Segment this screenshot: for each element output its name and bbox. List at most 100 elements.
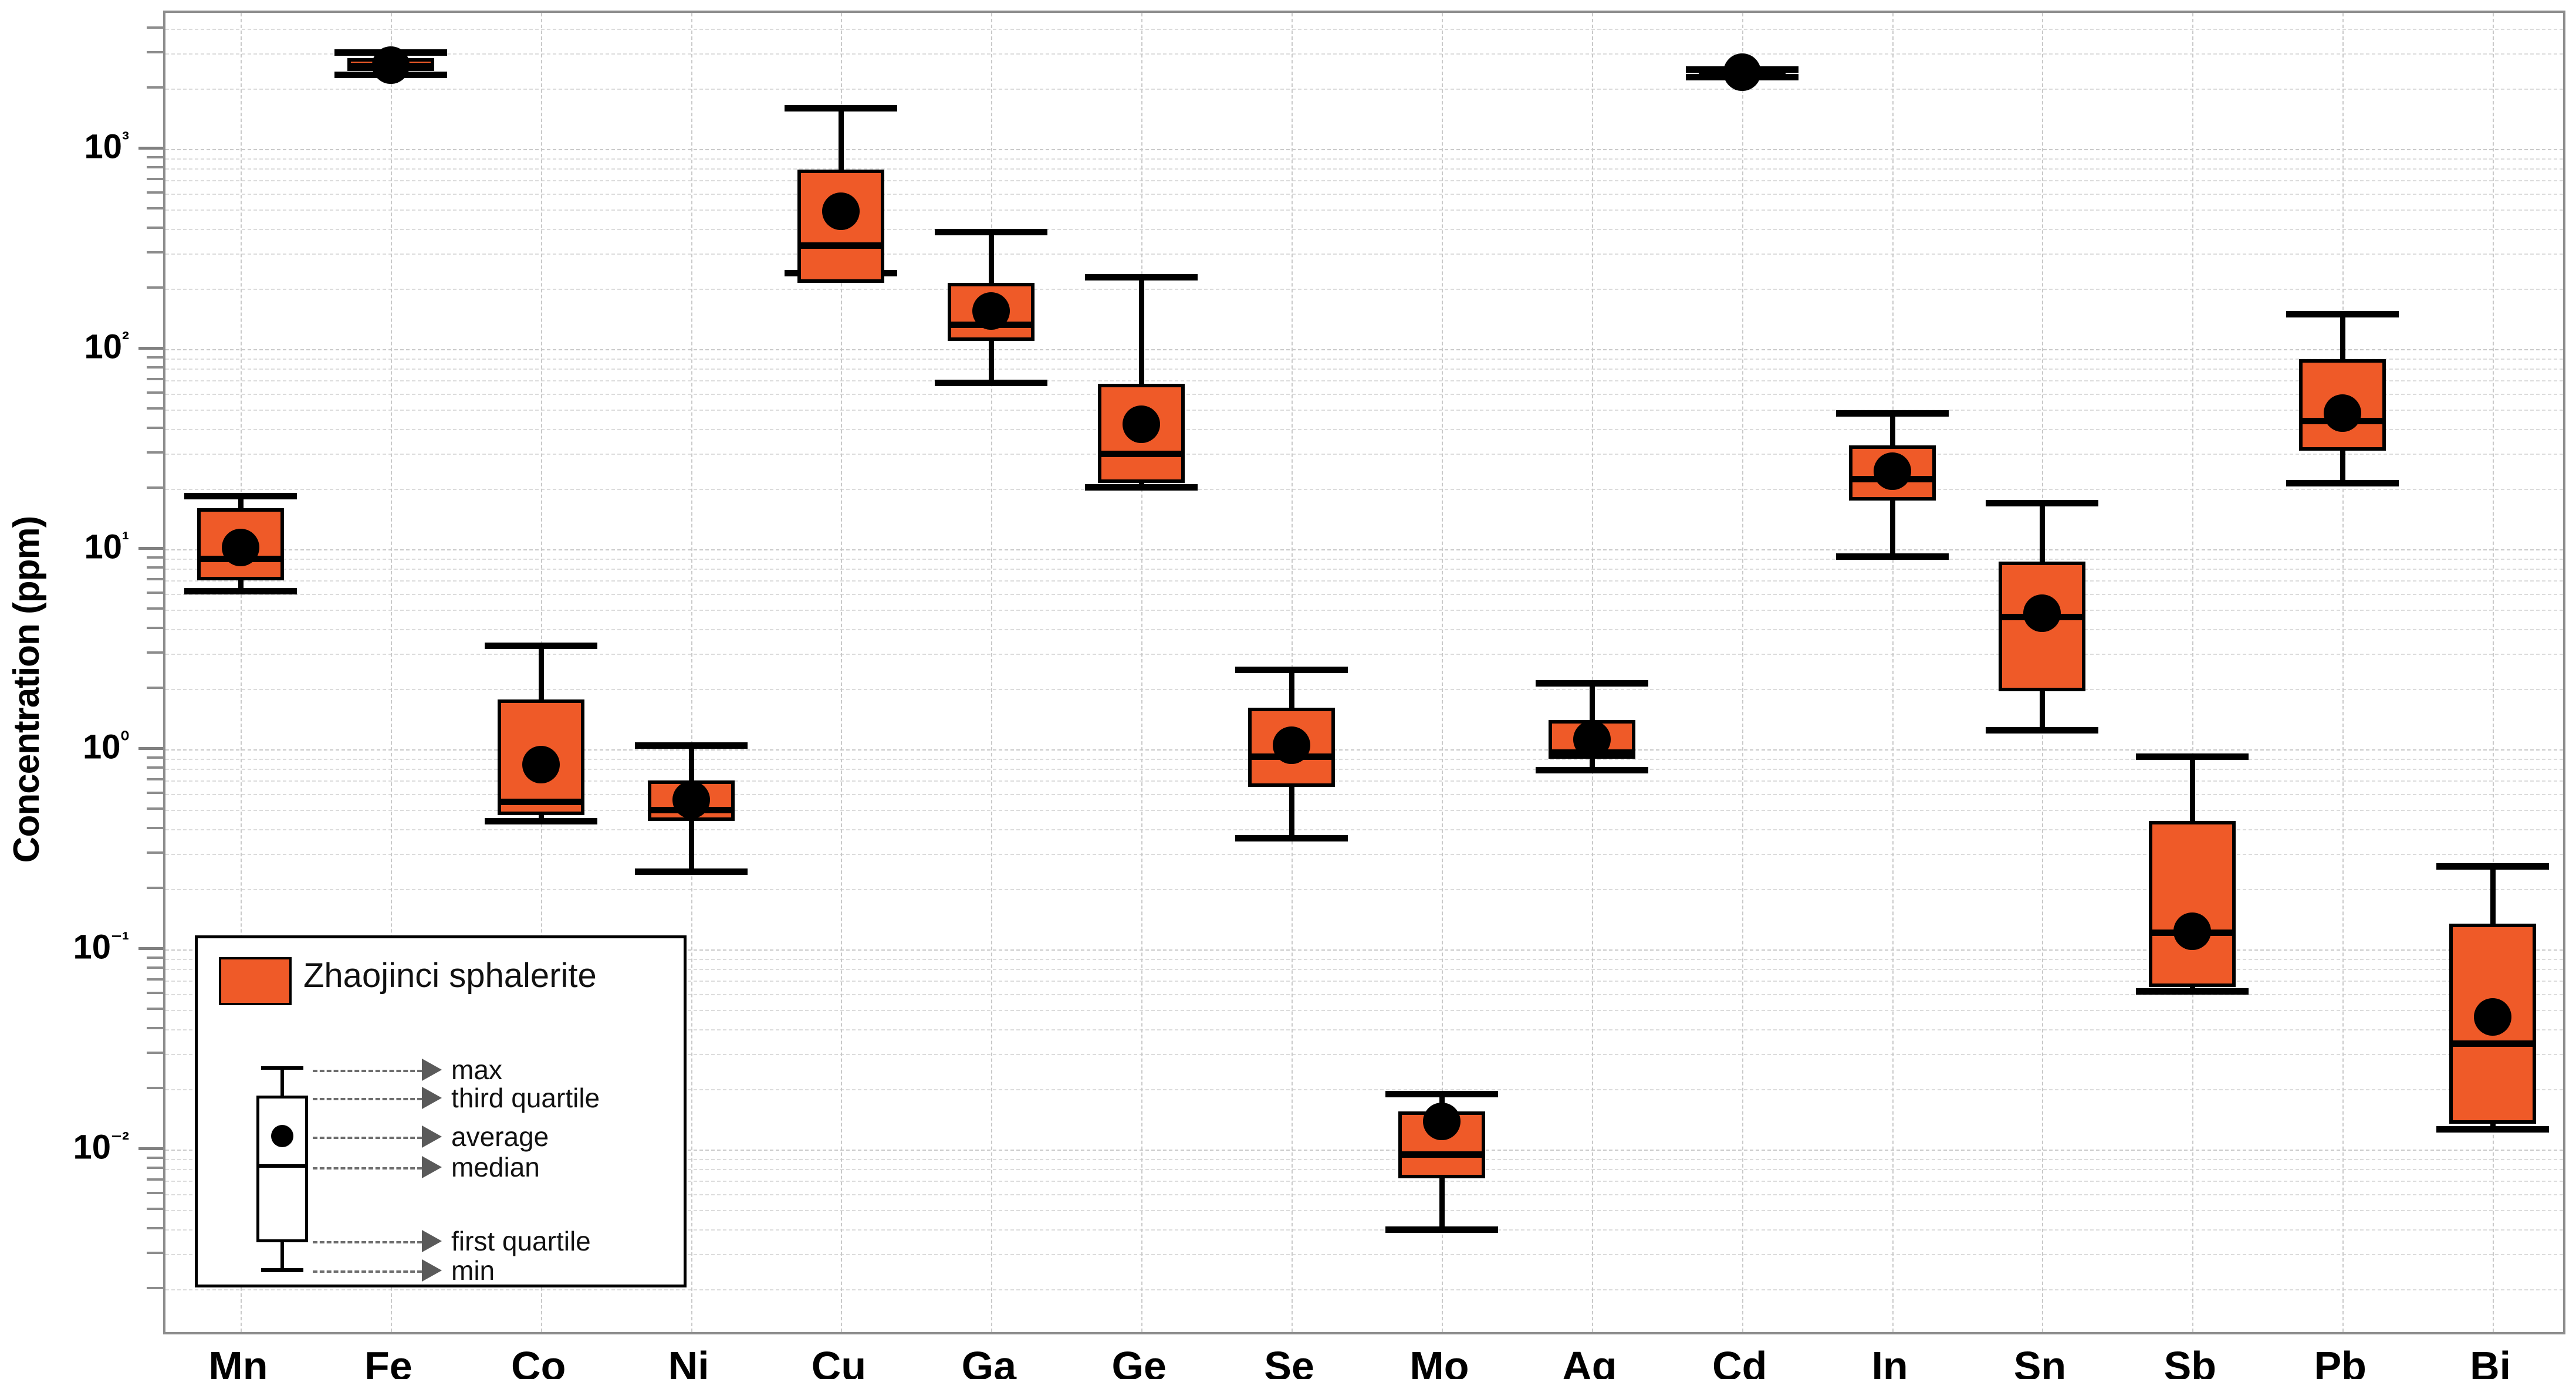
upper-whisker xyxy=(1589,682,1595,721)
y-axis-minor-tick xyxy=(147,1026,163,1029)
lower-whisker xyxy=(688,820,694,872)
y-axis-minor-tick xyxy=(147,966,163,969)
gridline-horizontal xyxy=(165,593,2563,595)
gridline-vertical xyxy=(1441,13,1443,1332)
average-marker xyxy=(221,529,259,567)
x-axis-tick-label-ni: Ni xyxy=(668,1343,709,1379)
y-axis-minor-tick xyxy=(147,486,163,489)
max-cap xyxy=(484,643,597,650)
min-cap xyxy=(1385,1226,1498,1233)
gridline-horizontal xyxy=(165,1150,2563,1151)
average-marker xyxy=(2173,912,2212,951)
gridline-horizontal xyxy=(165,758,2563,760)
y-axis-minor-tick xyxy=(147,978,163,981)
gridline-horizontal xyxy=(165,829,2563,830)
y-axis-minor-tick xyxy=(147,1287,163,1290)
gridline-horizontal xyxy=(165,393,2563,395)
upper-whisker xyxy=(2340,313,2346,360)
y-axis-minor-tick xyxy=(147,778,163,780)
gridline-vertical xyxy=(1141,13,1143,1332)
y-axis-major-tick xyxy=(138,147,163,150)
gridline-horizontal xyxy=(165,654,2563,655)
y-axis-major-tick xyxy=(138,947,163,950)
max-cap xyxy=(1085,273,1198,280)
max-cap xyxy=(184,492,297,499)
gridline-horizontal xyxy=(165,454,2563,455)
gridline-horizontal xyxy=(165,1029,2563,1030)
y-axis-tick-label: 10² xyxy=(84,327,129,366)
median-line xyxy=(797,242,885,249)
legend-median-line xyxy=(256,1164,308,1168)
legend-leader-line xyxy=(313,1137,422,1139)
x-axis-tick-label-ga: Ga xyxy=(961,1343,1017,1379)
y-axis-title: Concentration (ppm) xyxy=(6,516,47,863)
y-axis-minor-tick xyxy=(147,226,163,229)
x-axis-tick-label-cd: Cd xyxy=(1712,1343,1767,1379)
upper-whisker xyxy=(1439,1093,1445,1112)
lower-whisker xyxy=(989,340,995,383)
gridline-horizontal xyxy=(165,428,2563,430)
gridline-horizontal xyxy=(165,889,2563,891)
upper-whisker xyxy=(839,108,844,170)
min-cap xyxy=(1835,553,1949,560)
legend-arrow-icon xyxy=(422,1156,442,1178)
y-axis-minor-tick xyxy=(147,756,163,759)
average-marker xyxy=(371,46,410,85)
gridline-horizontal xyxy=(165,969,2563,971)
gridline-vertical xyxy=(240,13,242,1332)
legend-max-cap xyxy=(261,1066,303,1070)
gridline-horizontal xyxy=(165,980,2563,982)
interquartile-box xyxy=(2149,820,2236,987)
legend-box xyxy=(256,1096,308,1242)
y-axis-minor-tick xyxy=(147,687,163,690)
average-marker xyxy=(2474,998,2512,1036)
gridline-horizontal xyxy=(165,409,2563,411)
legend-series-label: Zhaojinci sphalerite xyxy=(303,956,597,995)
y-axis-minor-tick xyxy=(147,1226,163,1229)
upper-whisker xyxy=(238,495,244,509)
x-axis-tick-label-co: Co xyxy=(511,1343,566,1379)
gridline-horizontal xyxy=(165,149,2563,150)
legend-leader-line xyxy=(313,1167,422,1170)
y-axis-minor-tick xyxy=(147,51,163,54)
legend-annotation-label: average xyxy=(451,1121,549,1152)
legend-arrow-icon xyxy=(422,1087,442,1109)
upper-whisker xyxy=(1289,670,1295,708)
lower-whisker xyxy=(2040,691,2046,730)
gridline-horizontal xyxy=(165,780,2563,782)
gridline-horizontal xyxy=(165,254,2563,255)
x-axis-tick-label-in: In xyxy=(1871,1343,1908,1379)
y-axis-minor-tick xyxy=(147,1207,163,1210)
y-axis-minor-tick xyxy=(147,86,163,89)
gridline-horizontal xyxy=(165,209,2563,211)
gridline-horizontal xyxy=(165,569,2563,570)
gridline-horizontal xyxy=(165,1289,2563,1291)
average-marker xyxy=(2023,594,2061,632)
y-axis-tick-label: 10¹ xyxy=(84,527,129,566)
x-axis-tick-label-sb: Sb xyxy=(2163,1343,2217,1379)
gridline-vertical xyxy=(1591,13,1593,1332)
legend-annotation-label: min xyxy=(451,1255,495,1286)
legend-arrow-icon xyxy=(422,1230,442,1252)
y-axis-tick-label: 10³ xyxy=(84,127,129,166)
gridline-vertical xyxy=(991,13,993,1332)
y-axis-minor-tick xyxy=(147,991,163,994)
y-axis-minor-tick xyxy=(147,191,163,194)
min-cap xyxy=(935,380,1048,387)
y-axis-minor-tick xyxy=(147,207,163,209)
y-axis-minor-tick xyxy=(147,366,163,369)
min-cap xyxy=(1986,726,2099,734)
y-axis-minor-tick xyxy=(147,426,163,429)
gridline-horizontal xyxy=(165,809,2563,811)
gridline-vertical xyxy=(1742,13,1743,1332)
y-axis-minor-tick xyxy=(147,251,163,254)
gridline-horizontal xyxy=(165,949,2563,951)
lower-whisker xyxy=(1439,1178,1445,1229)
lower-whisker xyxy=(2340,451,2346,483)
average-marker xyxy=(2324,394,2362,432)
legend-leader-line xyxy=(313,1241,422,1243)
y-axis-minor-tick xyxy=(147,626,163,629)
gridline-vertical xyxy=(2493,13,2494,1332)
min-cap xyxy=(184,587,297,594)
